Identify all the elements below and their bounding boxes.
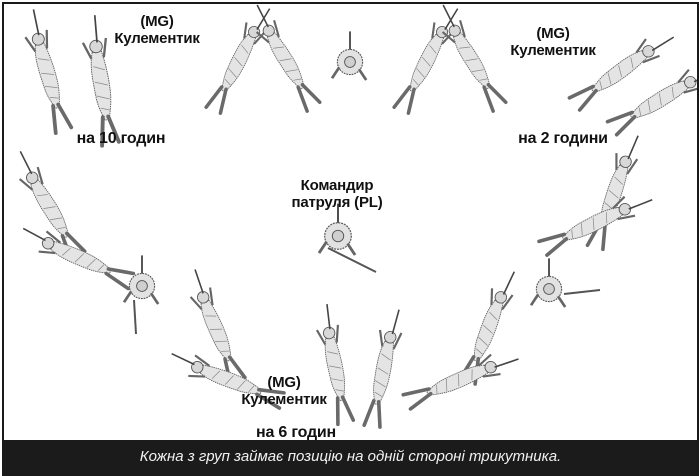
soldier-figures xyxy=(4,4,697,474)
clock-6-label: на 6 годин xyxy=(236,424,356,441)
soldier-figure xyxy=(124,255,158,304)
mg-label-line: Кулементик xyxy=(498,42,608,59)
soldier-figure xyxy=(583,131,644,251)
pl-label-line: Командир xyxy=(272,177,402,194)
soldier-figure xyxy=(390,4,463,115)
mg-label-line: (MG) xyxy=(229,374,339,391)
mg-label-top-left: (MG) Кулементик xyxy=(102,13,212,47)
soldier-figure xyxy=(402,346,522,411)
mg-label-line: Кулементик xyxy=(102,30,212,47)
mg-label-top-right: (MG) Кулементик xyxy=(498,25,608,59)
mg-label-line: (MG) xyxy=(102,13,212,30)
mg-label-line: (MG) xyxy=(498,25,608,42)
pl-label: Командир патруля (PL) xyxy=(272,177,402,211)
soldier-figure xyxy=(319,204,355,255)
soldier-figure xyxy=(245,4,322,113)
mg-label-bottom: (MG) Кулементик xyxy=(229,374,339,408)
soldier-figure xyxy=(531,258,565,307)
soldier-figure xyxy=(360,307,406,429)
pl-label-line: патруля (PL) xyxy=(272,194,402,211)
soldier-figure xyxy=(17,222,135,292)
caption-bar: Кожна з груп займає позицію на одній сто… xyxy=(4,440,697,474)
soldier-figure xyxy=(332,31,366,80)
clock-2-label: на 2 години xyxy=(498,130,628,147)
caption-text: Кожна з груп займає позицію на одній сто… xyxy=(4,440,697,474)
soldier-figure xyxy=(431,4,508,113)
soldier-figure xyxy=(19,7,73,134)
clock-10-label: на 10 годин xyxy=(56,130,186,147)
soldier-figure xyxy=(537,187,655,257)
mg-label-line: Кулементик xyxy=(229,391,339,408)
